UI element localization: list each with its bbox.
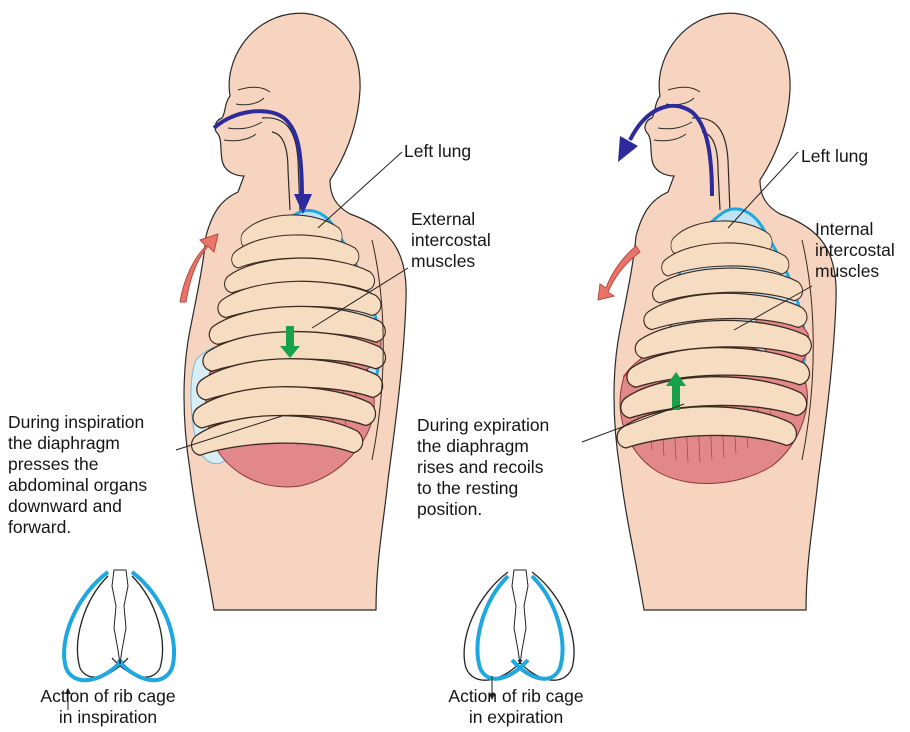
- ribcage-caption-expiration: Action of rib cage in expiration: [430, 686, 602, 728]
- ribcage-caption-inspiration: Action of rib cage in inspiration: [22, 686, 194, 728]
- internal-intercostal-label: Internal intercostal muscles: [815, 219, 895, 282]
- ribcage-schematic-expiration: [464, 570, 574, 700]
- inspiration-diaphragm-note: During inspiration the diaphragm presses…: [8, 412, 147, 538]
- expiration-figure: [582, 13, 836, 610]
- airflow-out-arrowhead: [618, 136, 638, 162]
- external-intercostal-label: External intercostal muscles: [411, 209, 491, 272]
- inspiration-figure: [176, 13, 408, 610]
- left-lung-label-inspiration: Left lung: [404, 141, 471, 162]
- left-lung-label-expiration: Left lung: [801, 146, 868, 167]
- expiration-diaphragm-note: During expiration the diaphragm rises an…: [417, 415, 549, 520]
